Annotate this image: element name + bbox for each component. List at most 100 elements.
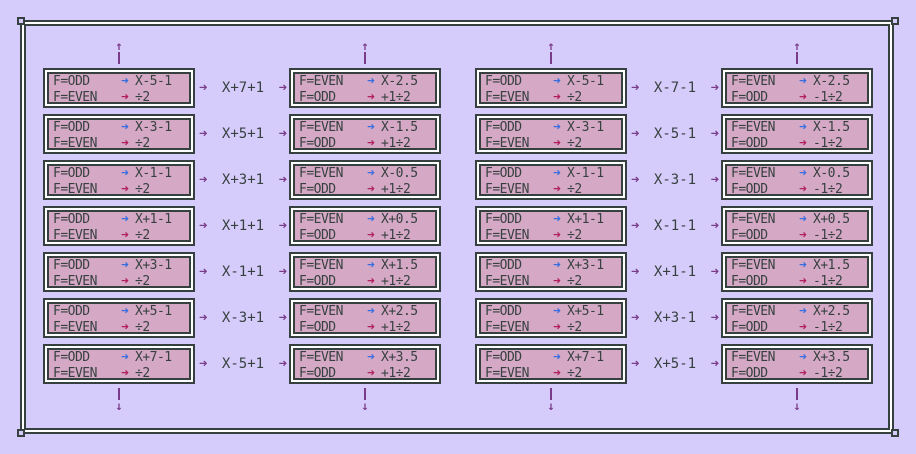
dashed-line <box>118 52 122 64</box>
rule-line-l2: F=ODD➜-1÷2 <box>731 320 863 336</box>
condition-text: F=ODD <box>731 320 768 335</box>
operation-text: X-5-1 <box>567 74 604 89</box>
connector: ➜X+3+1➜ <box>199 160 287 200</box>
operation-text: ÷2 <box>567 274 582 289</box>
operation-text: +1÷2 <box>381 228 411 243</box>
down-arrow-icon: ↓ <box>359 388 371 414</box>
operation-text: -1÷2 <box>813 366 843 381</box>
condition-text: F=ODD <box>53 166 90 181</box>
operation-text: X-1-1 <box>567 166 604 181</box>
blue-arrow-icon: ➜ <box>553 350 561 365</box>
rule-line-l2: F=ODD➜-1÷2 <box>731 366 863 382</box>
arrow-head: ↓ <box>547 399 555 413</box>
rule-line-l1: F=ODD➜X-5-1 <box>53 74 185 90</box>
blue-arrow-icon: ➜ <box>553 166 561 181</box>
condition-text: F=EVEN <box>53 366 97 381</box>
blue-arrow-icon: ➜ <box>121 166 129 181</box>
blue-arrow-icon: ➜ <box>367 350 375 365</box>
rule-line-l2: F=ODD➜-1÷2 <box>731 274 863 290</box>
condition-text: F=ODD <box>731 136 768 151</box>
rule-line-l2: F=ODD➜-1÷2 <box>731 182 863 198</box>
condition-text: F=EVEN <box>485 320 529 335</box>
operation-text: X-3-1 <box>567 120 604 135</box>
operation-text: X+5-1 <box>135 304 172 319</box>
rule-line-l1: F=ODD➜X-3-1 <box>53 120 185 136</box>
condition-text: F=ODD <box>53 120 90 135</box>
connector-arrow-icon: ➜ <box>710 356 719 372</box>
operation-text: X-3-1 <box>135 120 172 135</box>
rule-line-l2: F=ODD➜-1÷2 <box>731 90 863 106</box>
red-arrow-icon: ➜ <box>553 274 561 289</box>
connector-arrow-icon: ➜ <box>278 310 287 326</box>
operation-text: ÷2 <box>135 320 150 335</box>
condition-text: F=EVEN <box>731 166 775 181</box>
operation-text: ÷2 <box>567 136 582 151</box>
connector-arrow-icon: ➜ <box>199 264 208 280</box>
operation-text: X+1-1 <box>567 212 604 227</box>
dashed-line <box>118 388 122 400</box>
blue-arrow-icon: ➜ <box>121 212 129 227</box>
rule-line-l1: F=EVEN➜X+0.5 <box>299 212 431 228</box>
connector-arrow-icon: ➜ <box>710 264 719 280</box>
up-arrow-icon: ↑ <box>791 40 803 66</box>
connector: ➜X-5-1➜ <box>631 114 719 154</box>
connector-label: X+1+1 <box>221 218 265 234</box>
arrow-head: ↑ <box>115 39 123 53</box>
operation-text: X+3-1 <box>135 258 172 273</box>
rule-line-l2: F=EVEN➜÷2 <box>53 182 185 198</box>
connector: ➜X-3-1➜ <box>631 160 719 200</box>
connector-arrow-icon: ➜ <box>710 310 719 326</box>
down-arrow-icon: ↓ <box>791 388 803 414</box>
operation-text: ÷2 <box>135 274 150 289</box>
rule-line-l1: F=ODD➜X+5-1 <box>485 304 617 320</box>
condition-text: F=EVEN <box>53 274 97 289</box>
condition-text: F=EVEN <box>299 304 343 319</box>
connector: ➜X+5-1➜ <box>631 344 719 384</box>
arrow-head: ↑ <box>547 39 555 53</box>
connector: ➜X-3+1➜ <box>199 298 287 338</box>
blue-arrow-icon: ➜ <box>367 120 375 135</box>
rule-line-l2: F=ODD➜+1÷2 <box>299 136 431 152</box>
condition-text: F=ODD <box>485 166 522 181</box>
operation-text: X+5-1 <box>567 304 604 319</box>
condition-text: F=EVEN <box>299 166 343 181</box>
connector-arrow-icon: ➜ <box>199 310 208 326</box>
condition-text: F=EVEN <box>53 136 97 151</box>
red-arrow-icon: ➜ <box>799 228 807 243</box>
frame-corner-bottom-right <box>891 429 899 437</box>
blue-arrow-icon: ➜ <box>799 350 807 365</box>
rule-line-l2: F=ODD➜+1÷2 <box>299 320 431 336</box>
red-arrow-icon: ➜ <box>121 136 129 151</box>
condition-text: F=ODD <box>485 258 522 273</box>
connector-arrow-icon: ➜ <box>710 218 719 234</box>
blue-arrow-icon: ➜ <box>367 74 375 89</box>
red-arrow-icon: ➜ <box>121 228 129 243</box>
operation-text: X-1-1 <box>135 166 172 181</box>
connector-label: X-7-1 <box>653 80 697 96</box>
operation-text: -1÷2 <box>813 182 843 197</box>
red-arrow-icon: ➜ <box>121 182 129 197</box>
condition-text: F=ODD <box>53 74 90 89</box>
blue-arrow-icon: ➜ <box>799 74 807 89</box>
condition-text: F=EVEN <box>299 120 343 135</box>
rule-line-l1: F=ODD➜X+1-1 <box>53 212 185 228</box>
connector-arrow-icon: ➜ <box>278 80 287 96</box>
rule-line-l2: F=ODD➜+1÷2 <box>299 90 431 106</box>
rule-line-l2: F=EVEN➜÷2 <box>53 90 185 106</box>
rule-line-l1: F=ODD➜X+7-1 <box>53 350 185 366</box>
operation-text: X+1.5 <box>381 258 418 273</box>
